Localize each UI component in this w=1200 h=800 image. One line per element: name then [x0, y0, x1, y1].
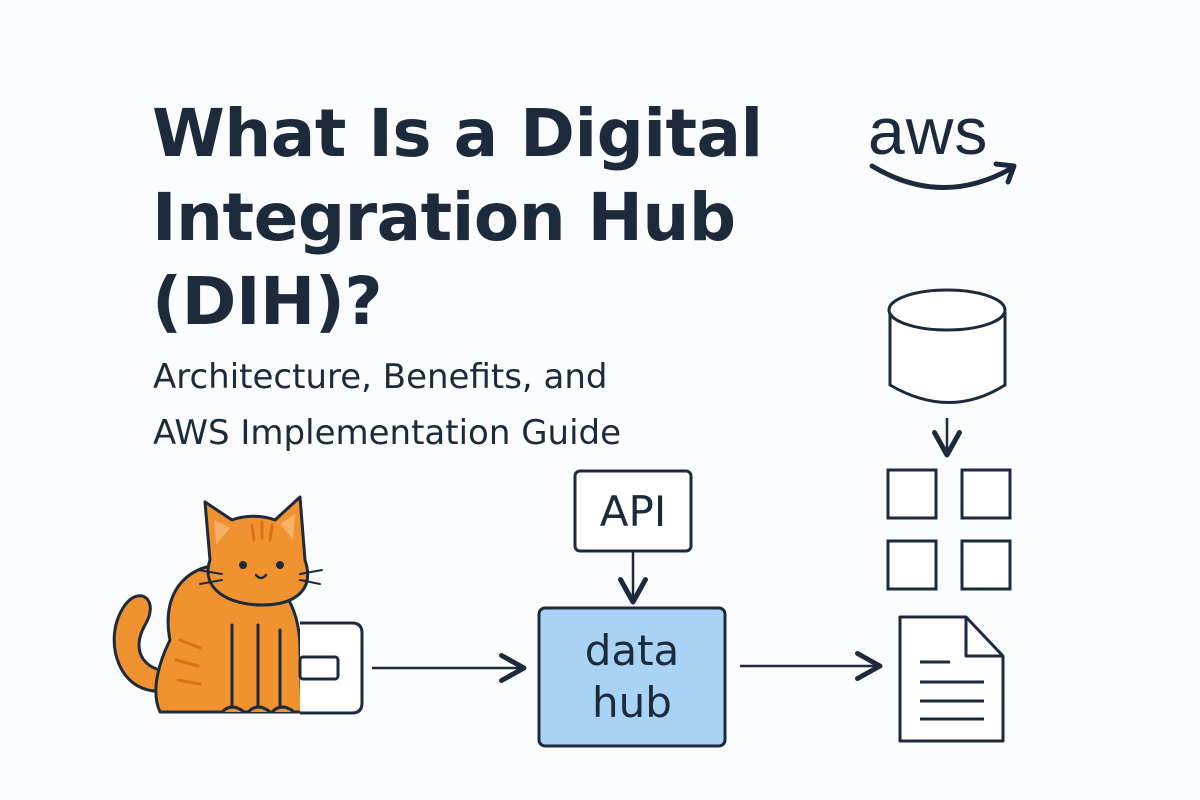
database-icon: [887, 288, 1007, 404]
page-title: What Is a Digital Integration Hub (DIH)?: [152, 92, 792, 344]
page-subtitle: Architecture, Benefits, and AWS Implemen…: [153, 349, 753, 461]
api-box: [573, 469, 693, 553]
data-hub-label: data hub: [539, 608, 725, 746]
data-hub-label-line-1: data: [584, 626, 680, 675]
aws-logo-text: aws: [868, 94, 989, 168]
document-icon: [898, 615, 1005, 743]
amazon-smile-arrow-icon: [869, 161, 1017, 190]
grid-icon: [886, 468, 1012, 591]
data-hub-label-line-2: hub: [592, 678, 672, 727]
card-icon: [298, 621, 364, 715]
data-hub-box: [537, 606, 727, 748]
subtitle-line-1: Architecture, Benefits, and: [153, 357, 608, 397]
title-line-1: What Is a Digital: [152, 95, 763, 172]
title-line-2: Integration Hub: [152, 179, 736, 256]
aws-logo: aws: [862, 96, 1032, 196]
cat-mascot-icon: [112, 495, 323, 714]
subtitle-line-2: AWS Implementation Guide: [153, 413, 622, 453]
api-label: API: [599, 486, 667, 536]
title-line-3: (DIH)?: [152, 263, 383, 340]
